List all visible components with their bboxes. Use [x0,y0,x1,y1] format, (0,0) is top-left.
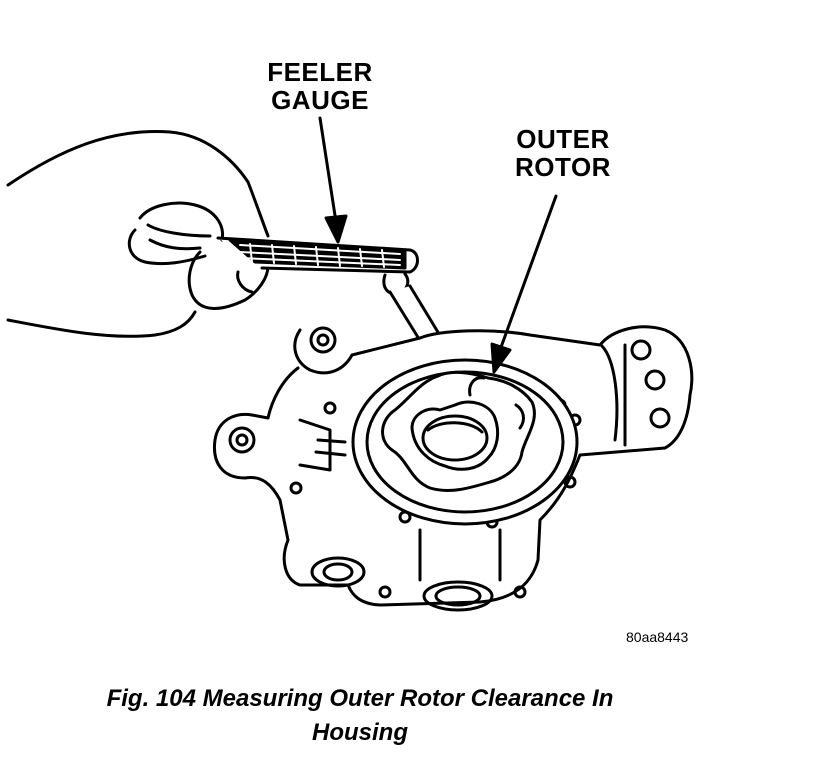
outer-rotor-label: OUTER ROTOR [500,125,626,181]
caption-line2: Housing [312,719,408,746]
outer-rotor-arrowhead [490,342,512,374]
feeler-gauge-label: FEELER GAUGE [252,58,388,114]
hand [6,130,270,338]
outer-rotor-label-line1: OUTER [516,124,610,154]
feeler-gauge-label-line2: GAUGE [271,85,369,115]
figure-code: 80aa8443 [626,629,689,645]
outer-rotor-label-line2: ROTOR [515,152,611,182]
figure-caption: Fig. 104 Measuring Outer Rotor Clearance… [40,682,680,750]
feeler-gauge-arrowhead [324,214,348,244]
rotor-assembly [351,358,579,526]
caption-line1: Fig. 104 Measuring Outer Rotor Clearance… [106,685,614,712]
leader-arrows [318,116,558,374]
feeler-gauge-label-line1: FEELER [267,57,373,87]
